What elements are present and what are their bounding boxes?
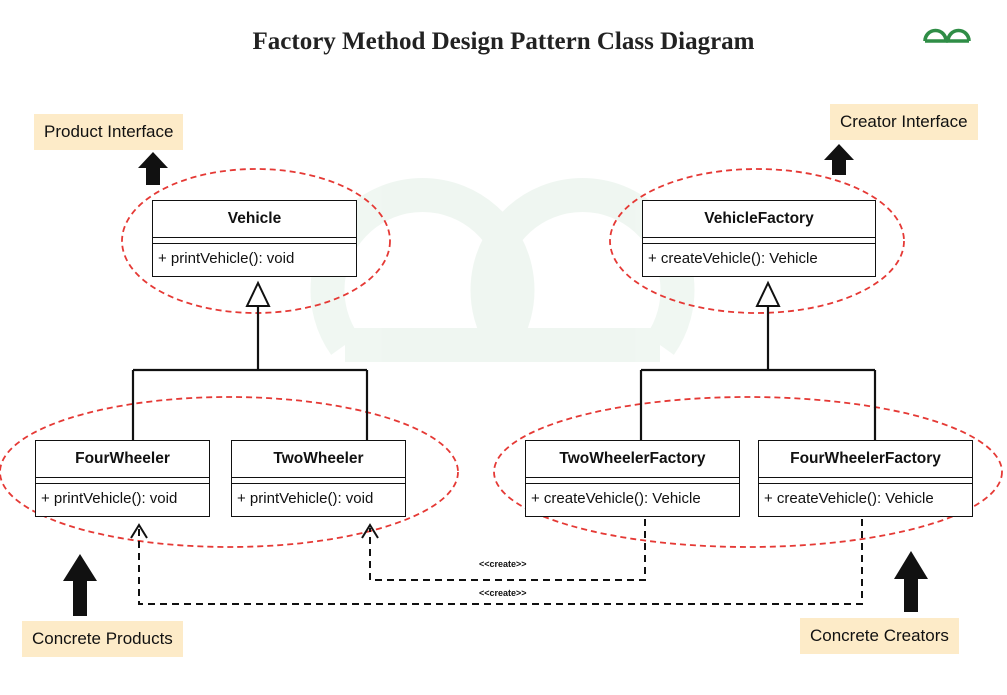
creator-inheritance-arrowhead-icon bbox=[755, 280, 781, 307]
class-name: FourWheelerFactory bbox=[759, 441, 972, 478]
attributes-compartment bbox=[643, 238, 875, 244]
vehicle-class-box[interactable]: Vehicle + printVehicle(): void bbox=[152, 200, 357, 277]
creator-interface-group-outline bbox=[609, 168, 905, 314]
create-dependency-lines bbox=[138, 519, 863, 605]
watermark-logo-icon bbox=[310, 178, 695, 362]
class-name: FourWheeler bbox=[36, 441, 209, 478]
four-wheeler-class-box[interactable]: FourWheeler + printVehicle(): void bbox=[35, 440, 210, 517]
product-inheritance-arrowhead-icon bbox=[245, 280, 271, 307]
two-wheeler-class-box[interactable]: TwoWheeler + printVehicle(): void bbox=[231, 440, 406, 517]
class-method: + printVehicle(): void bbox=[237, 490, 374, 507]
creator-interface-arrow-icon bbox=[824, 144, 854, 175]
vehicle-factory-class-box[interactable]: VehicleFactory + createVehicle(): Vehicl… bbox=[642, 200, 876, 277]
attributes-compartment bbox=[153, 238, 356, 244]
two-wheeler-factory-class-box[interactable]: TwoWheelerFactory + createVehicle(): Veh… bbox=[525, 440, 740, 517]
class-method: + printVehicle(): void bbox=[41, 490, 178, 507]
concrete-products-arrow-icon bbox=[63, 554, 97, 616]
concrete-creators-label: Concrete Creators bbox=[800, 618, 959, 654]
attributes-compartment bbox=[759, 478, 972, 484]
create-stereotype-label: <<create>> bbox=[479, 588, 527, 598]
concrete-products-group-outline bbox=[0, 396, 459, 548]
class-method: + createVehicle(): Vehicle bbox=[531, 490, 701, 507]
class-method: + createVehicle(): Vehicle bbox=[648, 250, 818, 267]
product-inheritance-lines bbox=[131, 306, 369, 440]
create-dependency-arrowheads bbox=[130, 523, 379, 539]
class-name: TwoWheeler bbox=[232, 441, 405, 478]
creator-inheritance-lines bbox=[639, 306, 877, 440]
attributes-compartment bbox=[232, 478, 405, 484]
creator-interface-label: Creator Interface bbox=[830, 104, 978, 140]
product-interface-arrow-icon bbox=[138, 152, 168, 185]
attributes-compartment bbox=[36, 478, 209, 484]
product-interface-label: Product Interface bbox=[34, 114, 184, 150]
concrete-creators-group-outline bbox=[493, 396, 1003, 548]
page-title: Factory Method Design Pattern Class Diag… bbox=[252, 28, 755, 55]
create-stereotype-label: <<create>> bbox=[479, 559, 527, 569]
attributes-compartment bbox=[526, 478, 739, 484]
class-name: TwoWheelerFactory bbox=[526, 441, 739, 478]
four-wheeler-factory-class-box[interactable]: FourWheelerFactory + createVehicle(): Ve… bbox=[758, 440, 973, 517]
geeksforgeeks-logo-icon bbox=[923, 28, 971, 43]
class-name: Vehicle bbox=[153, 201, 356, 238]
class-name: VehicleFactory bbox=[643, 201, 875, 238]
concrete-products-label: Concrete Products bbox=[22, 621, 183, 657]
class-method: + createVehicle(): Vehicle bbox=[764, 490, 934, 507]
concrete-creators-arrow-icon bbox=[894, 551, 928, 612]
class-method: + printVehicle(): void bbox=[158, 250, 295, 267]
product-interface-group-outline bbox=[121, 168, 391, 314]
